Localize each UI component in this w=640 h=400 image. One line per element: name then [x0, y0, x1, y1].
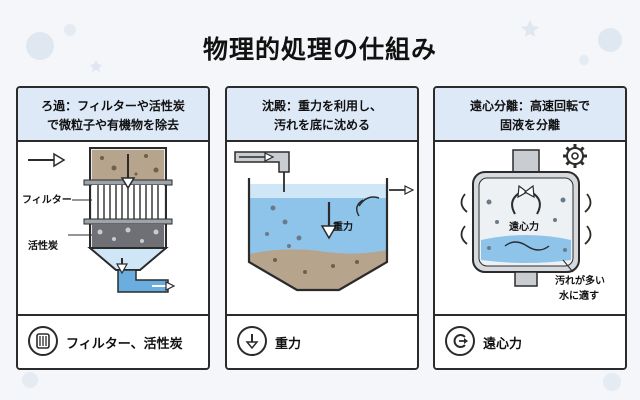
note-line2: 水に適す [558, 289, 599, 302]
centrifugal-label: 遠心力 [509, 220, 539, 233]
panel-heading-line1: 遠心分離：高速回転で [469, 99, 590, 113]
page-title: 物理的処理の仕組み [202, 35, 437, 64]
panel-heading-line2: で微粒子や有機物を除去 [46, 118, 179, 132]
sediment-layer [249, 249, 387, 290]
panel-header: 沈殿：重力を利用し、 汚れを底に沈める [227, 88, 417, 142]
filter-cartridge-icon [28, 326, 58, 356]
gravity-label: 重力 [333, 220, 353, 233]
panel-heading-line1: ろ過：フィルターや活性炭 [41, 99, 185, 113]
carbon-label: 活性炭 [28, 239, 58, 252]
centrifuge-shaft [512, 149, 540, 173]
rotation-arrow-icon [445, 326, 475, 356]
settling-tank [247, 178, 389, 292]
centrifuge-outlet [514, 271, 538, 287]
note-line1: 汚れが多い [555, 274, 605, 287]
panel-sedimentation: 沈殿：重力を利用し、 汚れを底に沈める 重力 [225, 86, 419, 370]
panel-heading-line2: 固液を分離 [499, 118, 560, 132]
panel-header: ろ過：フィルターや活性炭 で微粒子や有機物を除去 [18, 88, 208, 142]
centrifuge-water [481, 235, 571, 263]
inlet-pipe [234, 151, 290, 173]
filter-label: フィルター [22, 194, 72, 206]
footer-label: フィルター、活性炭 [66, 337, 183, 352]
sedimentation-illustration: 重力 [234, 151, 415, 292]
gear-icon [563, 144, 587, 168]
panel-footer: フィルター、活性炭 [18, 314, 208, 368]
down-arrow-icon [237, 326, 267, 356]
panel-footer: 重力 [227, 314, 417, 368]
centrifuge-illustration: 遠心力 汚れが多い 水に適す [460, 144, 605, 302]
panel-header: 遠心分離：高速回転で 固液を分離 [435, 88, 625, 142]
outlet-pipe [117, 269, 169, 293]
filter-funnel [87, 247, 169, 271]
footer-label: 重力 [275, 337, 302, 352]
footer-label: 遠心力 [483, 337, 523, 352]
panel-centrifuge: 遠心分離：高速回転で 固液を分離 遠心力 [433, 86, 627, 370]
filtration-illustration: フィルター 活性炭 [22, 147, 176, 293]
panel-heading-line1: 沈殿：重力を利用し、 [261, 99, 382, 113]
panel-heading-line2: 汚れを底に沈める [273, 118, 370, 132]
panel-footer: 遠心力 [435, 314, 625, 368]
panel-filtration: ろ過：フィルターや活性炭 で微粒子や有機物を除去 [16, 86, 210, 370]
